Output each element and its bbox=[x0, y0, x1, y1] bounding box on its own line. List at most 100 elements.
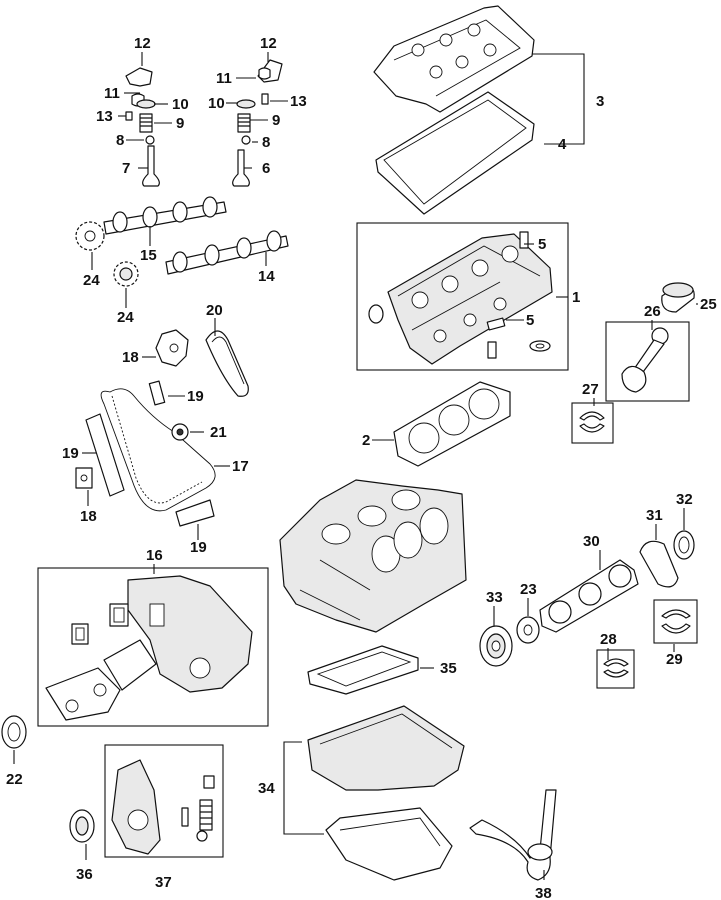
head-plug-upper bbox=[519, 231, 529, 249]
main-bearing-box bbox=[653, 599, 698, 644]
chain-guide-lower bbox=[175, 499, 215, 527]
rear-main-seal-retainer bbox=[639, 540, 679, 588]
timing-belt-small bbox=[205, 330, 249, 397]
leader-lines bbox=[13, 52, 698, 880]
callout-29: 29 bbox=[666, 651, 683, 668]
timing-chain bbox=[100, 388, 216, 512]
callout-18-lower: 18 bbox=[80, 508, 97, 525]
callout-36: 36 bbox=[76, 866, 93, 883]
callout-31: 31 bbox=[646, 507, 663, 524]
callout-13-right: 13 bbox=[290, 93, 307, 110]
crankshaft bbox=[539, 559, 639, 633]
callout-23: 23 bbox=[520, 581, 537, 598]
water-pump bbox=[45, 667, 121, 721]
callout-8-left: 8 bbox=[116, 132, 124, 149]
callout-38: 38 bbox=[535, 885, 552, 900]
relief-spring bbox=[199, 799, 213, 831]
valvetrain-right-group bbox=[232, 59, 283, 187]
callout-25: 25 bbox=[700, 296, 717, 313]
rod-bearing bbox=[579, 411, 605, 433]
callout-30: 30 bbox=[583, 533, 600, 550]
callout-19-lower: 19 bbox=[190, 539, 207, 556]
callout-12-right: 12 bbox=[260, 35, 277, 52]
callout-34: 34 bbox=[258, 780, 275, 797]
head-sleeve bbox=[487, 341, 497, 359]
timing-cover-box bbox=[37, 567, 269, 727]
callout-6: 6 bbox=[262, 160, 270, 177]
cover-gasket-b bbox=[109, 603, 129, 627]
callout-9-right: 9 bbox=[272, 112, 280, 129]
cam-phaser-lower bbox=[113, 261, 139, 287]
oil-pump-rotor bbox=[69, 809, 95, 843]
callout-12-left: 12 bbox=[134, 35, 151, 52]
callout-21: 21 bbox=[210, 424, 227, 441]
chain-guide-left bbox=[85, 413, 125, 497]
relief-plug bbox=[196, 830, 208, 842]
callout-11-right: 11 bbox=[216, 70, 232, 87]
head-washer bbox=[529, 340, 551, 352]
callout-26: 26 bbox=[644, 303, 661, 320]
callout-13-left: 13 bbox=[96, 108, 113, 125]
valve-cover-gasket bbox=[375, 91, 535, 215]
callout-19-left: 19 bbox=[62, 445, 79, 462]
connecting-rod-box bbox=[605, 321, 690, 402]
timing-tensioner-upper bbox=[155, 329, 189, 367]
callout-3: 3 bbox=[596, 93, 604, 110]
oil-pump-housing bbox=[111, 759, 161, 855]
rear-main-seal bbox=[673, 530, 695, 560]
callout-15: 15 bbox=[140, 247, 157, 264]
callout-24-lower: 24 bbox=[117, 309, 134, 326]
callout-10-left: 10 bbox=[172, 96, 189, 113]
callout-20: 20 bbox=[206, 302, 223, 319]
oil-pump-box bbox=[104, 744, 224, 858]
callout-14: 14 bbox=[258, 268, 275, 285]
chain-tensioner-lower bbox=[75, 467, 93, 489]
callout-33: 33 bbox=[486, 589, 503, 606]
cam-sprocket-upper bbox=[75, 221, 105, 251]
head-plug-lower bbox=[486, 317, 506, 331]
oil-pickup-tube bbox=[469, 789, 557, 881]
callout-7: 7 bbox=[122, 160, 130, 177]
piston bbox=[661, 282, 695, 313]
main-bearing bbox=[661, 609, 691, 634]
camshaft-upper bbox=[103, 196, 227, 235]
cylinder-head bbox=[387, 233, 553, 365]
camshaft-lower bbox=[165, 230, 289, 275]
crank-sprocket bbox=[516, 616, 540, 644]
valvetrain-left-group bbox=[125, 67, 160, 187]
callout-11-left: 11 bbox=[104, 85, 120, 102]
connecting-rod bbox=[621, 327, 669, 393]
callout-17: 17 bbox=[232, 458, 249, 475]
head-gasket bbox=[393, 381, 511, 467]
cover-gasket-a bbox=[71, 623, 89, 645]
relief-valve-cap bbox=[203, 775, 215, 789]
crank-pulley bbox=[479, 625, 513, 667]
callout-9-left: 9 bbox=[176, 115, 184, 132]
oil-pan-lower bbox=[325, 807, 453, 881]
thrust-washer bbox=[603, 658, 629, 678]
callout-4: 4 bbox=[558, 136, 567, 153]
callout-24-upper: 24 bbox=[83, 272, 100, 289]
callout-5-upper: 5 bbox=[538, 236, 546, 253]
callout-32: 32 bbox=[676, 491, 693, 508]
callout-2: 2 bbox=[362, 432, 370, 449]
callout-28: 28 bbox=[600, 631, 617, 648]
engine-block bbox=[279, 479, 467, 633]
callout-27: 27 bbox=[582, 381, 599, 398]
callout-18-upper: 18 bbox=[122, 349, 139, 366]
relief-pin bbox=[181, 807, 189, 827]
callout-16: 16 bbox=[146, 547, 163, 564]
water-outlet bbox=[103, 639, 157, 691]
front-seal bbox=[1, 715, 27, 749]
timing-cover bbox=[127, 575, 253, 693]
callout-1: 1 bbox=[572, 289, 580, 306]
valve-cover bbox=[373, 5, 535, 113]
callout-8-right: 8 bbox=[262, 134, 270, 151]
callout-10-right: 10 bbox=[208, 95, 225, 112]
callout-5-lower: 5 bbox=[526, 312, 534, 329]
callout-22: 22 bbox=[6, 771, 23, 788]
thrust-washer-box bbox=[596, 649, 635, 689]
callout-labels: 12 11 10 13 9 8 7 12 11 10 13 9 8 6 15 1… bbox=[6, 35, 717, 900]
oil-pan-gasket bbox=[307, 645, 419, 695]
